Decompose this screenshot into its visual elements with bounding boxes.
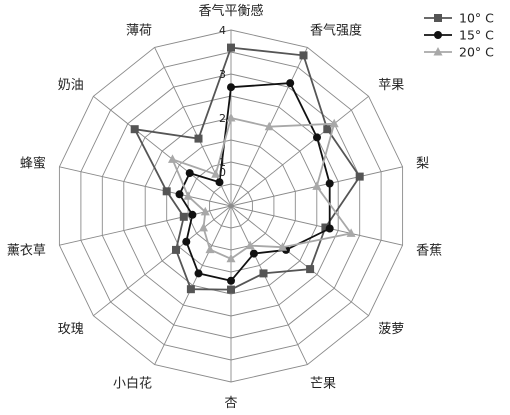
- category-label: 玫瑰: [58, 321, 84, 337]
- tick-label: 4: [219, 24, 226, 37]
- legend-marker: [433, 47, 443, 56]
- category-label: 菠萝: [378, 322, 404, 337]
- legend-marker: [434, 31, 442, 39]
- data-point: [199, 222, 208, 232]
- data-point: [259, 269, 268, 278]
- data-point: [325, 224, 334, 233]
- data-point: [227, 43, 235, 52]
- data-point: [249, 249, 258, 258]
- data-point: [325, 179, 334, 188]
- data-point: [306, 265, 315, 274]
- data-point: [179, 212, 188, 221]
- category-label: 薰衣草: [7, 243, 46, 259]
- data-point: [226, 253, 236, 263]
- grid-spoke: [230, 205, 403, 246]
- data-point: [183, 191, 193, 200]
- grid-spoke: [59, 166, 232, 207]
- tick-label: 2: [219, 112, 226, 125]
- legend-label: 15° C: [459, 28, 494, 43]
- grid-spoke: [93, 205, 232, 317]
- grid-spoke: [93, 95, 232, 207]
- radar-series: [130, 43, 364, 294]
- data-point: [355, 172, 364, 181]
- data-point: [329, 118, 339, 128]
- category-label: 奶油: [58, 78, 84, 93]
- category-label: 梨: [416, 156, 429, 171]
- data-point: [227, 285, 235, 294]
- data-point: [264, 121, 274, 131]
- series-group: [168, 113, 356, 263]
- legend-item: 10° C: [424, 11, 494, 26]
- data-point: [323, 125, 332, 134]
- category-label: 香气强度: [310, 22, 362, 38]
- data-point: [182, 237, 191, 246]
- data-point: [226, 113, 236, 122]
- data-point: [194, 134, 203, 143]
- category-label: 蜂蜜: [20, 156, 46, 171]
- data-point: [168, 154, 177, 163]
- data-point: [227, 276, 235, 285]
- data-point: [321, 223, 330, 232]
- category-label: 香气平衡感: [198, 3, 263, 19]
- data-point: [130, 125, 139, 134]
- data-point: [185, 169, 194, 178]
- data-point: [205, 244, 215, 254]
- category-label: 芒果: [310, 376, 336, 392]
- data-point: [278, 242, 288, 251]
- radar-grid: [58, 29, 404, 383]
- legend-item: 20° C: [424, 45, 494, 60]
- radial-tick-labels: 01 2 3 4: [219, 24, 226, 179]
- data-point: [215, 178, 224, 187]
- data-point: [299, 51, 308, 60]
- tick-label: 1: [219, 156, 226, 169]
- data-point: [175, 190, 184, 199]
- data-point: [200, 206, 210, 216]
- tick-label: 3: [219, 68, 226, 81]
- data-point: [346, 228, 356, 237]
- legend-marker: [434, 14, 442, 22]
- legend: 10° C 15° C 20° C: [424, 11, 494, 60]
- tick-label: 0: [219, 166, 226, 179]
- legend-label: 20° C: [459, 45, 494, 60]
- data-point: [194, 269, 203, 278]
- data-point: [312, 181, 322, 190]
- category-label: 香蕉: [416, 244, 442, 259]
- data-point: [245, 240, 255, 250]
- data-point: [211, 169, 221, 178]
- data-point: [186, 285, 195, 294]
- data-point: [188, 210, 197, 219]
- grid-spoke: [230, 205, 308, 365]
- grid-spoke: [230, 205, 369, 317]
- category-label: 杏: [224, 396, 237, 411]
- legend-label: 10° C: [459, 11, 494, 26]
- data-point: [162, 187, 171, 196]
- data-point: [286, 79, 295, 88]
- data-point: [172, 245, 180, 254]
- category-label: 薄荷: [126, 23, 152, 38]
- series-group: [130, 43, 364, 294]
- category-label: 小白花: [113, 376, 152, 392]
- legend-item: 15° C: [424, 28, 494, 43]
- series-group: [175, 79, 334, 285]
- grid-spoke: [230, 95, 369, 207]
- data-point: [313, 133, 321, 142]
- data-point: [227, 83, 235, 92]
- category-label: 苹果: [378, 78, 404, 93]
